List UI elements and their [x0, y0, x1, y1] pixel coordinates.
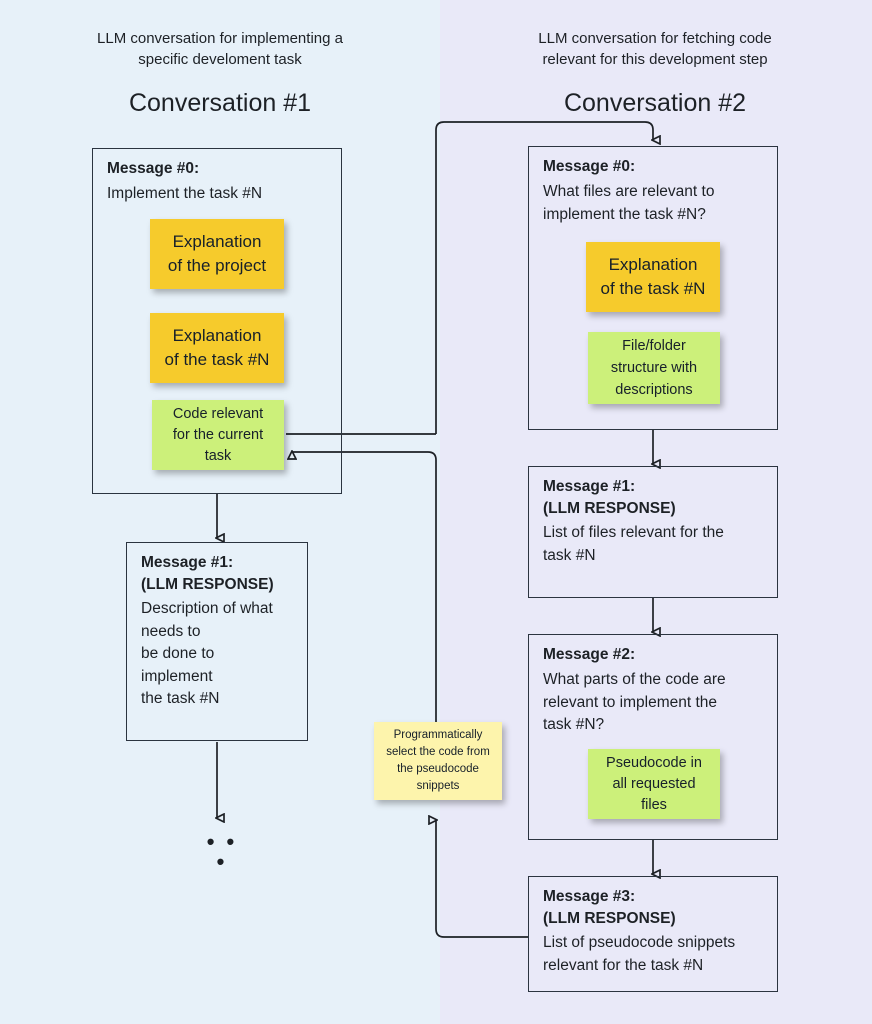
right-note-file-folder-structure-text: File/folder structure with descriptions: [610, 338, 698, 398]
left-note-explanation-of-task[interactable]: Explanation of the task #N: [150, 313, 284, 383]
right-message-2-box[interactable]: Message #2: What parts of the code are r…: [528, 634, 778, 840]
left-message-1-body: Description of what needs to be done to …: [141, 600, 273, 707]
right-column-title: Conversation #2: [563, 89, 747, 117]
middle-note-programmatic-selection[interactable]: Programmatically select the code from th…: [374, 722, 502, 800]
right-message-0-box[interactable]: Message #0: What files are relevant to i…: [528, 146, 778, 430]
left-column-title: Conversation #1: [128, 89, 312, 117]
left-message-1-box[interactable]: Message #1: (LLM RESPONSE) Description o…: [126, 542, 308, 741]
left-message-0-title: Message #0:: [107, 160, 200, 177]
right-note-explanation-of-task-text: Explanation of the task #N: [600, 255, 706, 298]
left-message-1-title: Message #1: (LLM RESPONSE): [141, 554, 274, 593]
right-note-pseudocode-files[interactable]: Pseudocode in all requested files: [588, 749, 720, 819]
right-note-explanation-of-task[interactable]: Explanation of the task #N: [586, 242, 720, 312]
right-message-1-body: List of files relevant for the task #N: [543, 524, 724, 564]
left-column-subtitle: LLM conversation for implementing a spec…: [97, 30, 343, 68]
right-message-2-title: Message #2:: [543, 646, 636, 663]
left-continuation-dots: • • •: [206, 829, 238, 874]
left-note-code-relevant-text: Code relevant for the current task: [172, 405, 264, 464]
right-message-3-title: Message #3: (LLM RESPONSE): [543, 888, 676, 927]
right-note-file-folder-structure[interactable]: File/folder structure with descriptions: [588, 332, 720, 404]
right-note-pseudocode-files-text: Pseudocode in all requested files: [606, 754, 702, 813]
right-message-1-box[interactable]: Message #1: (LLM RESPONSE) List of files…: [528, 466, 778, 598]
left-note-explanation-of-project-text: Explanation of the project: [167, 232, 267, 275]
left-note-code-relevant[interactable]: Code relevant for the current task: [152, 400, 284, 470]
right-column-subtitle: LLM conversation for fetching code relev…: [538, 30, 772, 68]
left-message-0-body: Implement the task #N: [107, 185, 263, 202]
right-message-1-title: Message #1: (LLM RESPONSE): [543, 478, 676, 517]
right-message-3-box[interactable]: Message #3: (LLM RESPONSE) List of pseud…: [528, 876, 778, 992]
middle-note-programmatic-selection-text: Programmatically select the code from th…: [386, 729, 490, 792]
left-message-0-box[interactable]: Message #0: Implement the task #N: [92, 148, 342, 494]
right-message-3-body: List of pseudocode snippets relevant for…: [543, 934, 736, 974]
right-message-0-body: What files are relevant to implement the…: [543, 183, 715, 223]
right-message-0-title: Message #0:: [543, 158, 636, 175]
left-note-explanation-of-task-text: Explanation of the task #N: [164, 326, 270, 369]
left-note-explanation-of-project[interactable]: Explanation of the project: [150, 219, 284, 289]
right-message-2-body: What parts of the code are relevant to i…: [543, 671, 726, 733]
